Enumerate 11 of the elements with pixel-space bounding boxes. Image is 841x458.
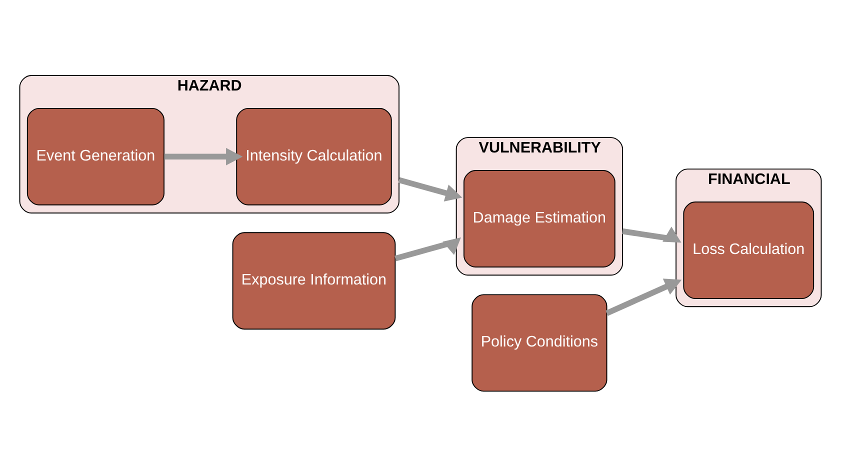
node-box: Loss Calculation: [683, 201, 814, 298]
node-box: Intensity Calculation: [236, 107, 392, 205]
node-box: Exposure Information: [232, 232, 396, 330]
arrow: [622, 226, 682, 242]
arrow: [398, 176, 462, 202]
node-box: Event Generation: [26, 107, 164, 205]
node-box: Damage Estimation: [463, 170, 616, 267]
arrow: [394, 236, 461, 261]
arrow: [606, 278, 682, 316]
node-box: Policy Conditions: [472, 294, 608, 392]
arrow: [164, 147, 243, 165]
